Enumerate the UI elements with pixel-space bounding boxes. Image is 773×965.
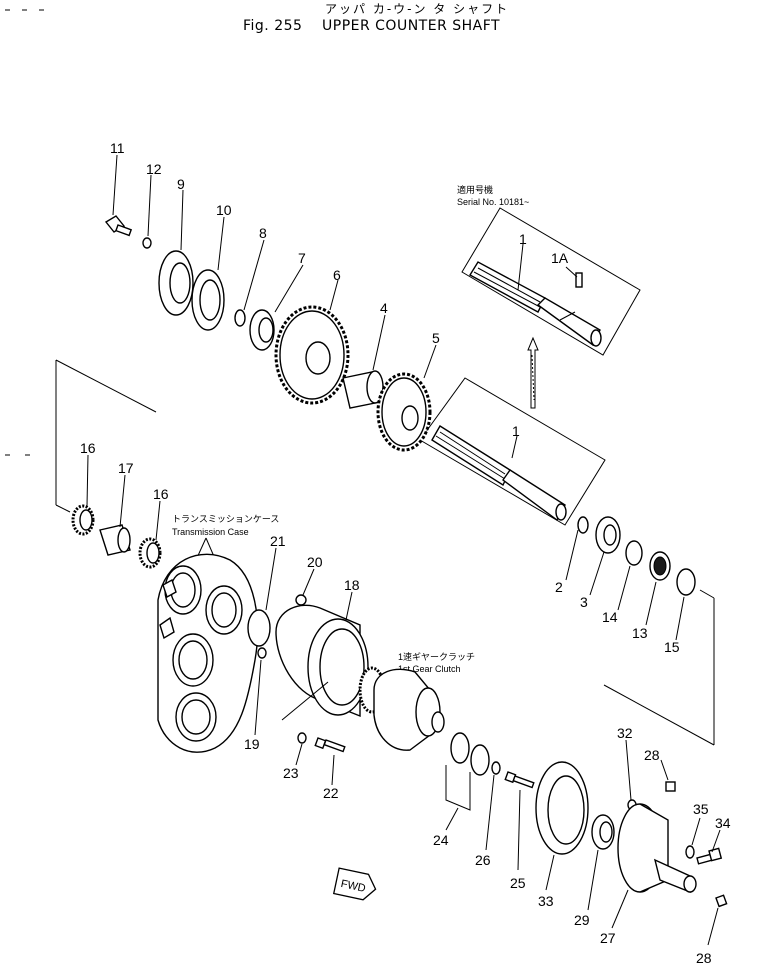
part-label-1-upper: 1 <box>519 231 527 247</box>
part-label-16-left: 16 <box>80 440 96 456</box>
part-label-4: 4 <box>380 300 388 316</box>
part-label-33: 33 <box>538 893 554 909</box>
part-label-6: 6 <box>333 267 341 283</box>
part-label-34: 34 <box>715 815 731 831</box>
ring-24b <box>470 744 490 776</box>
ring-15 <box>676 568 696 596</box>
gear-clutch-jp-label: 1速ギヤークラッチ <box>398 652 475 662</box>
part-label-11: 11 <box>110 140 125 156</box>
pin-1a <box>575 272 583 288</box>
part-label-13: 13 <box>632 625 648 641</box>
part-label-9: 9 <box>177 176 185 192</box>
bolt-11 <box>104 215 133 237</box>
seal-13 <box>649 551 671 581</box>
part-label-1-lower: 1 <box>512 423 520 439</box>
part-label-19: 19 <box>244 736 260 752</box>
fig-label: Fig. 255 <box>243 18 302 34</box>
snap-ring-26 <box>491 761 501 775</box>
part-label-28-top: 28 <box>644 747 660 763</box>
ring-24a <box>450 732 470 764</box>
retainer-27 <box>617 803 697 894</box>
gear-clutch-label: 1st Gear Clutch <box>398 664 461 674</box>
bearing-3 <box>595 516 621 554</box>
part-label-2: 2 <box>555 579 563 595</box>
part-label-26: 26 <box>475 852 491 868</box>
part-label-12: 12 <box>146 161 162 177</box>
spacer-4 <box>342 370 384 409</box>
part-label-21: 21 <box>270 533 286 549</box>
o-ring-21 <box>247 609 271 647</box>
page-title: UPPER COUNTER SHAFT <box>322 18 500 34</box>
snap-ring-2 <box>577 516 589 534</box>
washer-23 <box>297 732 307 744</box>
spacer-17 <box>99 524 131 556</box>
part-label-1A: 1A <box>551 250 569 266</box>
transmission-case-label: Transmission Case <box>172 527 249 537</box>
bearing-7 <box>249 309 275 351</box>
part-label-29: 29 <box>574 912 590 928</box>
gear-6 <box>274 305 350 405</box>
o-ring-20 <box>295 594 307 606</box>
transmission-case-jp-label: トランスミッションケース <box>172 514 279 524</box>
washer-35 <box>685 845 695 859</box>
part-label-32: 32 <box>617 725 633 741</box>
part-label-24: 24 <box>433 832 449 848</box>
part-label-28-bottom: 28 <box>696 950 712 965</box>
part-label-8: 8 <box>259 225 267 241</box>
plug-28-bottom <box>715 894 728 908</box>
washer-12 <box>142 237 152 249</box>
bearing-29 <box>591 814 615 850</box>
part-label-22: 22 <box>323 785 339 801</box>
part-label-10: 10 <box>216 202 232 218</box>
part-label-5: 5 <box>432 330 440 346</box>
part-label-20: 20 <box>307 554 323 570</box>
bolt-25 <box>504 771 535 789</box>
snap-ring-8 <box>234 309 246 327</box>
clutch-housing-18 <box>275 604 369 718</box>
o-ring-19 <box>257 647 267 659</box>
gasket-33 <box>535 761 589 855</box>
part-label-23: 23 <box>283 765 299 781</box>
part-label-17: 17 <box>118 460 134 476</box>
shaft-standard-box: 1 <box>419 377 606 526</box>
needle-bearing-16a <box>71 504 95 536</box>
first-gear-clutch <box>358 666 445 751</box>
fwd-label: FWD <box>340 878 367 895</box>
part-label-15: 15 <box>664 639 680 655</box>
part-label-35: 35 <box>693 801 709 817</box>
part-label-14: 14 <box>602 609 618 625</box>
shaft-variant-box: 適用号機 Serial No. 10181~ 1 1A <box>457 184 641 356</box>
part-label-18: 18 <box>344 577 360 593</box>
fwd-arrow-icon: FWD <box>332 867 377 901</box>
serial-label: Serial No. 10181~ <box>457 197 529 207</box>
part-label-7: 7 <box>298 250 306 266</box>
part-label-16-right: 16 <box>153 486 169 502</box>
variant-arrow <box>527 336 539 409</box>
part-label-25: 25 <box>510 875 526 891</box>
part-label-3: 3 <box>580 594 588 610</box>
corner-marks <box>5 9 44 456</box>
bolt-22 <box>314 737 346 753</box>
shaft-lower <box>431 425 567 522</box>
cover-9 <box>158 250 194 316</box>
ring-14 <box>625 540 643 566</box>
shaft-upper <box>469 261 602 347</box>
bolt-34 <box>696 847 723 865</box>
gear-5 <box>376 372 432 452</box>
jp-title: アッパ カ-ウ-ン タ シャフト <box>325 2 509 16</box>
plug-28-top <box>665 781 676 792</box>
needle-bearing-16b <box>138 537 162 569</box>
transmission-case <box>157 553 259 753</box>
gasket-10 <box>191 269 225 331</box>
serial-jp-label: 適用号機 <box>457 184 493 195</box>
part-label-27: 27 <box>600 930 616 946</box>
